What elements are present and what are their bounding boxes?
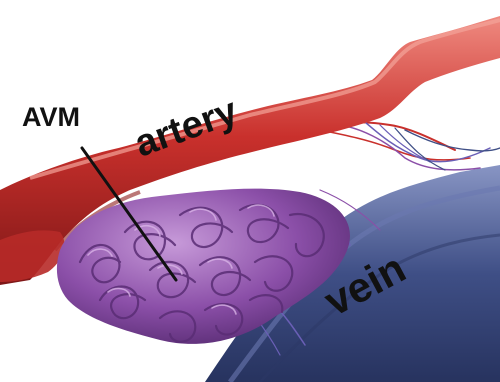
avm-label: AVM [18,102,84,135]
